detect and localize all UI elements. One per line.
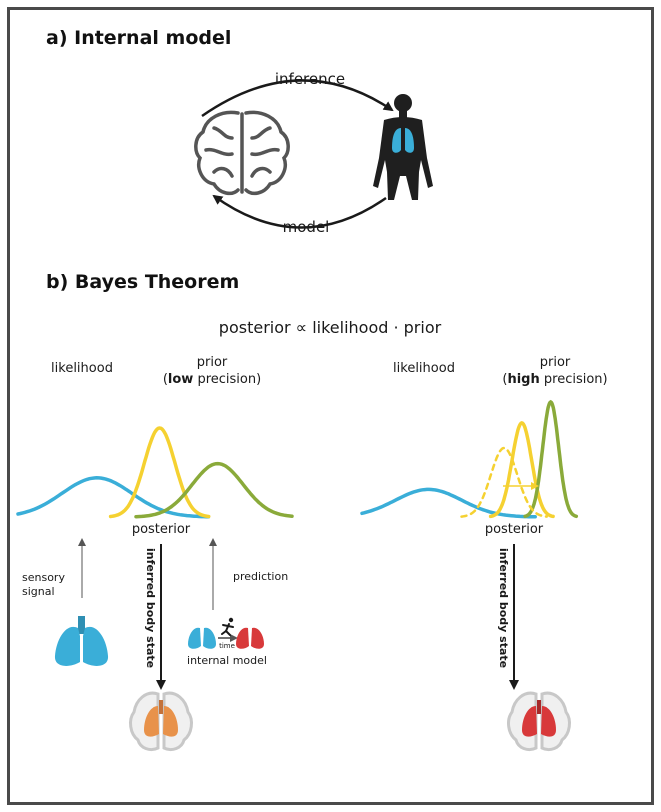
internal-model-lungs-red-icon	[236, 627, 264, 649]
inference-arrow	[201, 79, 394, 118]
brain-red-lungs-icon	[507, 691, 571, 752]
right-distribution-curves	[360, 399, 579, 519]
sensory-label: sensory	[22, 571, 65, 584]
left-posterior-label: posterior	[132, 522, 191, 537]
lungs-blue-icon	[54, 616, 109, 666]
right-likelihood-curve	[360, 487, 537, 519]
right-prior-curve	[523, 399, 579, 519]
signal-label: signal	[22, 585, 55, 598]
right-likelihood-label: likelihood	[393, 361, 455, 376]
bayes-equation: posterior ∝ likelihood · prior	[219, 318, 442, 337]
brain-outline-icon	[194, 110, 290, 196]
brain-orange-lungs-icon	[129, 691, 193, 752]
runner-icon	[221, 617, 234, 636]
left-likelihood-curve	[16, 476, 211, 519]
internal-model-label: internal model	[187, 654, 267, 667]
left-prior-curve	[134, 461, 294, 519]
right-prior-precision: (high precision)	[502, 372, 607, 387]
left-prior-label: prior	[197, 355, 228, 370]
internal-model-lungs-blue-icon	[188, 627, 216, 649]
model-label: model	[283, 218, 330, 236]
figure-frame	[7, 7, 654, 805]
left-distribution-curves	[16, 426, 294, 519]
left-likelihood-label: likelihood	[51, 361, 113, 376]
time-label: time	[219, 642, 235, 650]
panel-a-heading: a) Internal model	[46, 27, 231, 49]
left-prior-precision: (low precision)	[163, 372, 261, 387]
left-posterior-curve	[108, 426, 211, 519]
prediction-label: prediction	[233, 570, 288, 583]
human-body-lungs-icon	[373, 94, 433, 200]
right-inferred-label: inferred body state	[497, 548, 510, 668]
right-prior-shifted-curve	[460, 446, 548, 518]
left-inferred-label: inferred body state	[144, 548, 157, 668]
right-posterior-label: posterior	[485, 522, 544, 537]
model-arrow	[212, 194, 387, 229]
panel-b-heading: b) Bayes Theorem	[46, 271, 239, 293]
right-posterior-curve	[488, 421, 555, 519]
right-prior-label: prior	[540, 355, 571, 370]
